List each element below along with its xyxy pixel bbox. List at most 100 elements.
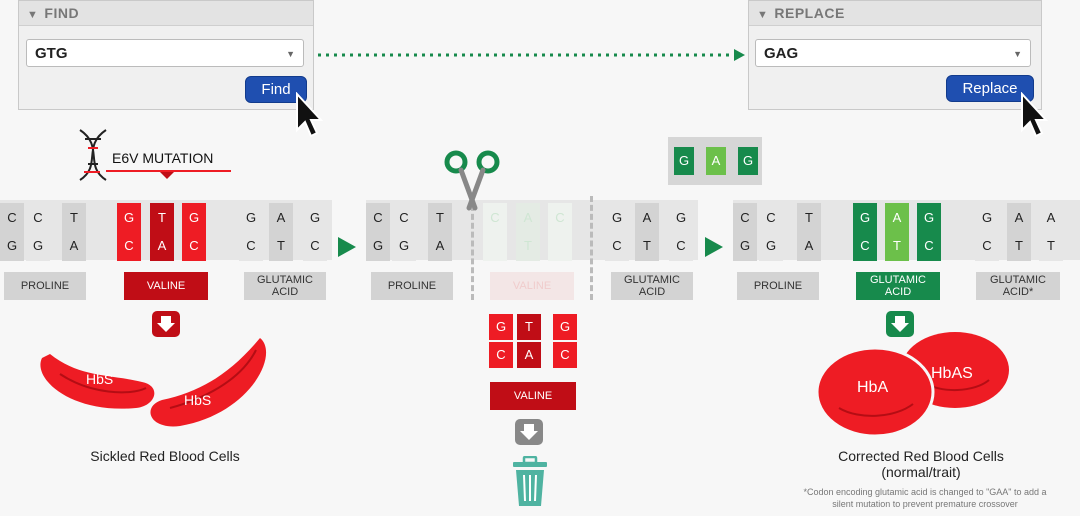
nucleotide-top: G bbox=[975, 203, 999, 233]
nucleotide-top: C bbox=[366, 203, 390, 233]
nucleotide-bottom: G bbox=[366, 231, 390, 261]
nucleotide-bottom: A bbox=[428, 231, 452, 261]
nucleotide-bottom: C bbox=[239, 231, 263, 261]
cut-line bbox=[471, 196, 474, 300]
nucleotide-bottom: G bbox=[26, 231, 50, 261]
cursor-icon bbox=[1021, 92, 1048, 138]
amino-acid-proline: PROLINE bbox=[737, 272, 819, 300]
chevron-down-icon: ▼ bbox=[1013, 49, 1022, 59]
down-arrow-icon bbox=[515, 419, 543, 445]
amino-acid-glutamic-acid-star: GLUTAMIC ACID* bbox=[976, 272, 1060, 300]
nucleotide-top: A bbox=[1039, 203, 1063, 233]
find-button[interactable]: Find bbox=[245, 76, 307, 103]
find-to-replace-arrow bbox=[318, 49, 745, 61]
chevron-down-icon: ▼ bbox=[286, 49, 295, 59]
cell-label-hbs: HbS bbox=[86, 371, 113, 387]
nucleotide-top: G bbox=[303, 203, 327, 233]
amino-acid-proline: PROLINE bbox=[371, 272, 453, 300]
nucleotide-top: C bbox=[759, 203, 783, 233]
nucleotide-top: C bbox=[548, 203, 572, 233]
nucleotide-bottom: C bbox=[669, 231, 693, 261]
nucleotide-bottom: T bbox=[269, 231, 293, 261]
next-step-arrow bbox=[705, 237, 723, 257]
nucleotide-bottom: C bbox=[853, 231, 877, 261]
amino-acid-proline: PROLINE bbox=[4, 272, 86, 300]
cut-line bbox=[590, 196, 593, 300]
excised-nucleotide: C bbox=[553, 342, 577, 368]
amino-acid-glutamic-acid: GLUTAMIC ACID bbox=[611, 272, 693, 300]
donor-nucleotide: G bbox=[674, 147, 694, 175]
nucleotide-top: G bbox=[239, 203, 263, 233]
excised-nucleotide: C bbox=[489, 342, 513, 368]
nucleotide-top: A bbox=[269, 203, 293, 233]
nucleotide-bottom bbox=[483, 231, 507, 261]
normal-cells-illustration: HbA HbAS bbox=[815, 332, 1009, 438]
nucleotide-bottom: T bbox=[1039, 231, 1063, 261]
scissors-icon bbox=[444, 150, 500, 211]
excised-nucleotide: A bbox=[517, 342, 541, 368]
nucleotide-bottom: G bbox=[759, 231, 783, 261]
nucleotide-top: A bbox=[635, 203, 659, 233]
replace-panel: ▼REPLACE GAG ▼ Replace bbox=[748, 0, 1042, 110]
nucleotide-top: C bbox=[26, 203, 50, 233]
nucleotide-top: T bbox=[797, 203, 821, 233]
nucleotide-bottom: A bbox=[797, 231, 821, 261]
dna-icon bbox=[79, 129, 107, 181]
nucleotide-top: G bbox=[853, 203, 877, 233]
amino-acid-valine-removed: VALINE bbox=[490, 272, 574, 300]
mutation-pointer bbox=[160, 172, 174, 179]
nucleotide-bottom bbox=[548, 231, 572, 261]
nucleotide-top: C bbox=[392, 203, 416, 233]
nucleotide-bottom: A bbox=[62, 231, 86, 261]
nucleotide-top: T bbox=[150, 203, 174, 233]
cell-label-hbs: HbS bbox=[184, 392, 211, 408]
caption-sickled-cells: Sickled Red Blood Cells bbox=[90, 448, 240, 464]
cell-label-hbas: HbAS bbox=[931, 365, 973, 382]
nucleotide-bottom: C bbox=[303, 231, 327, 261]
find-select[interactable]: GTG ▼ bbox=[26, 39, 304, 67]
nucleotide-bottom: C bbox=[182, 231, 206, 261]
find-panel: ▼FIND GTG ▼ Find bbox=[18, 0, 314, 110]
donor-nucleotide: A bbox=[706, 147, 726, 175]
replace-select[interactable]: GAG ▼ bbox=[755, 39, 1031, 67]
nucleotide-top: T bbox=[428, 203, 452, 233]
nucleotide-bottom: G bbox=[733, 231, 757, 261]
donor-nucleotide: G bbox=[738, 147, 758, 175]
footnote: *Codon encoding glutamic acid is changed… bbox=[803, 487, 1047, 509]
amino-acid-valine: VALINE bbox=[124, 272, 208, 300]
trash-icon bbox=[513, 456, 547, 506]
find-panel-header[interactable]: ▼FIND bbox=[19, 1, 313, 26]
collapse-triangle-icon: ▼ bbox=[27, 9, 39, 21]
nucleotide-bottom: T bbox=[635, 231, 659, 261]
nucleotide-bottom: C bbox=[917, 231, 941, 261]
nucleotide-top: C bbox=[733, 203, 757, 233]
cell-label-hba: HbA bbox=[857, 379, 888, 396]
excised-nucleotide: G bbox=[553, 314, 577, 340]
nucleotide-bottom: C bbox=[605, 231, 629, 261]
nucleotide-bottom: A bbox=[150, 231, 174, 261]
replace-button[interactable]: Replace bbox=[946, 75, 1034, 102]
nucleotide-bottom: T bbox=[1007, 231, 1031, 261]
sickled-cells-illustration: HbS HbS bbox=[40, 338, 267, 427]
caption-corrected-cells: Corrected Red Blood Cells (normal/trait) bbox=[800, 448, 1042, 480]
next-step-arrow bbox=[338, 237, 356, 257]
nucleotide-top: G bbox=[605, 203, 629, 233]
nucleotide-top: G bbox=[182, 203, 206, 233]
down-arrow-icon bbox=[152, 311, 180, 337]
nucleotide-top: C bbox=[0, 203, 24, 233]
amino-acid-glutamic-acid: GLUTAMIC ACID bbox=[856, 272, 940, 300]
replace-panel-header[interactable]: ▼REPLACE bbox=[749, 1, 1041, 26]
excised-nucleotide: G bbox=[489, 314, 513, 340]
nucleotide-top: A bbox=[885, 203, 909, 233]
nucleotide-top: G bbox=[917, 203, 941, 233]
nucleotide-bottom: C bbox=[975, 231, 999, 261]
replace-select-value: GAG bbox=[764, 45, 799, 62]
excised-nucleotide: T bbox=[517, 314, 541, 340]
mutation-label: E6V MUTATION bbox=[112, 150, 214, 166]
caption-line-1: Corrected Red Blood Cells bbox=[838, 448, 1004, 464]
amino-acid-valine-excised: VALINE bbox=[490, 382, 576, 410]
nucleotide-top: C bbox=[483, 203, 507, 233]
amino-acid-glutamic-acid: GLUTAMIC ACID bbox=[244, 272, 326, 300]
nucleotide-bottom: G bbox=[392, 231, 416, 261]
down-arrow-icon bbox=[886, 311, 914, 337]
